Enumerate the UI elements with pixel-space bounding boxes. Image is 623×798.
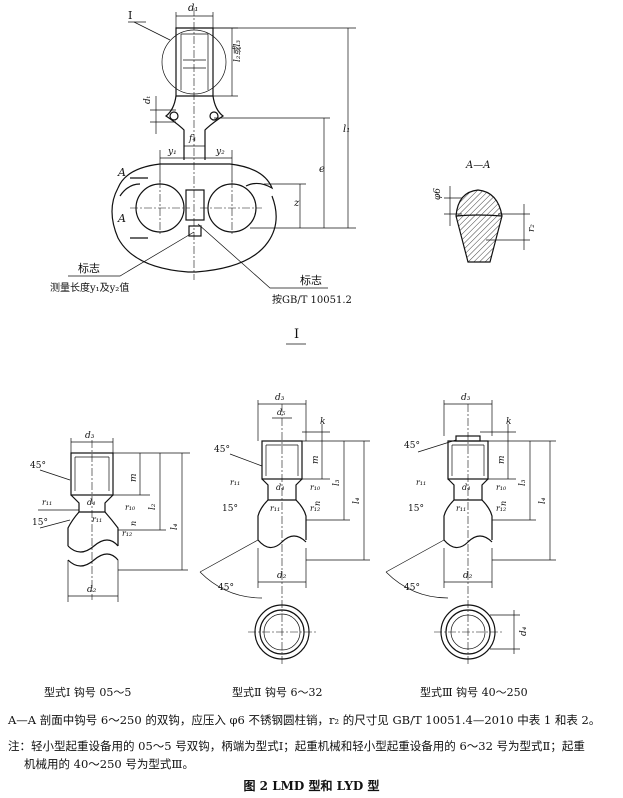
type3-caption: 型式Ⅲ 钩号 40～250 xyxy=(420,685,528,699)
t2-dim-d5: d₅ xyxy=(277,408,286,417)
mark-right-label: 标志 xyxy=(300,273,322,287)
type1-caption: 型式Ⅰ 钩号 05～5 xyxy=(44,685,131,699)
type2-drawing xyxy=(199,400,370,664)
t1-dim-d3: d₃ xyxy=(85,431,95,441)
t1-dim-r11b: r₁₁ xyxy=(92,515,102,524)
t2-dim-d3: d₃ xyxy=(275,393,285,403)
t3-dim-r10: r₁₀ xyxy=(496,483,507,492)
t1-dim-r11a: r₁₁ xyxy=(42,498,52,507)
dim-f4: f₄ xyxy=(188,134,196,144)
t2-dim-r12: r₁₂ xyxy=(310,504,320,513)
t2-dim-r10: r₁₀ xyxy=(310,483,321,492)
t2-dim-l4: l₄ xyxy=(352,497,362,504)
t1-angle-45: 45° xyxy=(30,461,46,471)
double-hook-view xyxy=(68,8,356,289)
dim-y2: y₂ xyxy=(215,147,225,157)
t2-dim-m: m xyxy=(311,455,321,464)
t2-dim-r11b: r₁₁ xyxy=(270,504,280,513)
dim-dt: dₜ xyxy=(143,95,153,104)
section-mark-a-lower: A xyxy=(117,212,126,225)
t2-dim-k: k xyxy=(320,417,325,427)
t2-dim-r11a: r₁₁ xyxy=(230,478,240,487)
t1-dim-r12: r₁₂ xyxy=(122,529,132,538)
t3-dim-d2: d₂ xyxy=(463,571,473,581)
dim-l1: l₁ xyxy=(343,124,350,135)
type2-caption: 型式Ⅱ 钩号 6～32 xyxy=(232,685,322,699)
t3-dim-d4b: d₄ xyxy=(519,626,529,636)
t3-dim-d3: d₃ xyxy=(461,393,471,403)
t3-dim-d4: d₄ xyxy=(462,483,470,492)
note-section-a: A—A 剖面中钩号 6～250 的双钩，应压入 φ6 不锈钢圆柱销，r₂ 的尺寸… xyxy=(8,713,601,727)
note-line-2: 注：轻小型起重设备用的 05～5 号双钩，柄端为型式Ⅰ；起重机械和轻小型起重设备… xyxy=(8,739,585,753)
t2-angle-45b: 45° xyxy=(218,583,234,593)
t3-dim-l3: l₃ xyxy=(518,479,528,486)
t3-angle-45b: 45° xyxy=(404,583,420,593)
section-mark-a-upper: A xyxy=(117,166,126,179)
t2-dim-n: n xyxy=(313,501,322,506)
t2-angle-45: 45° xyxy=(214,445,230,455)
t1-dim-d4: d₄ xyxy=(87,498,95,507)
detail-title: I xyxy=(294,327,299,342)
mark-right-note: 按GB/T 10051.2 xyxy=(272,293,352,306)
t2-dim-d2: d₂ xyxy=(277,571,287,581)
t1-angle-15: 15° xyxy=(32,518,48,528)
t1-dim-l2: l₂ xyxy=(148,503,158,510)
t1-dim-m: m xyxy=(129,473,139,482)
type1-drawing xyxy=(38,438,190,602)
t3-dim-r12: r₁₂ xyxy=(496,504,506,513)
mark-left-label: 标志 xyxy=(78,261,100,275)
t1-dim-n: n xyxy=(129,521,138,526)
note-line-3: 机械用的 40～250 号为型式Ⅲ。 xyxy=(24,757,194,771)
dim-d1: d₁ xyxy=(188,3,198,14)
dim-z: z xyxy=(293,198,300,209)
t3-dim-l4: l₄ xyxy=(538,497,548,504)
t3-dim-m: m xyxy=(497,455,507,464)
t1-dim-l4: l₄ xyxy=(170,523,180,530)
t1-dim-d2: d₂ xyxy=(87,585,97,595)
t3-dim-r11a: r₁₁ xyxy=(416,478,426,487)
mark-left-note: 测量长度y₁及y₂值 xyxy=(50,281,129,294)
detail-ref-label: I xyxy=(128,9,132,22)
dim-l2-l3: l₂或l₃ xyxy=(232,40,243,62)
t3-angle-15: 15° xyxy=(408,504,424,514)
t3-dim-n: n xyxy=(499,501,508,506)
dim-e: e xyxy=(319,164,325,175)
section-a-a xyxy=(444,186,530,263)
t3-dim-k: k xyxy=(506,417,511,427)
section-title: A—A xyxy=(465,160,490,171)
t3-angle-45: 45° xyxy=(404,441,420,451)
t1-dim-r10: r₁₀ xyxy=(125,503,136,512)
dim-y1: y₁ xyxy=(167,147,177,157)
t2-angle-15: 15° xyxy=(222,504,238,514)
figure-caption: 图 2 LMD 型和 LYD 型 xyxy=(243,779,380,793)
t3-dim-r11b: r₁₁ xyxy=(456,504,466,513)
type3-drawing xyxy=(385,400,556,664)
dim-r2: r₂ xyxy=(527,224,537,232)
t2-dim-d4: d₄ xyxy=(276,483,284,492)
t2-dim-l3: l₃ xyxy=(332,479,342,486)
dim-phi6: φ6 xyxy=(433,188,443,200)
